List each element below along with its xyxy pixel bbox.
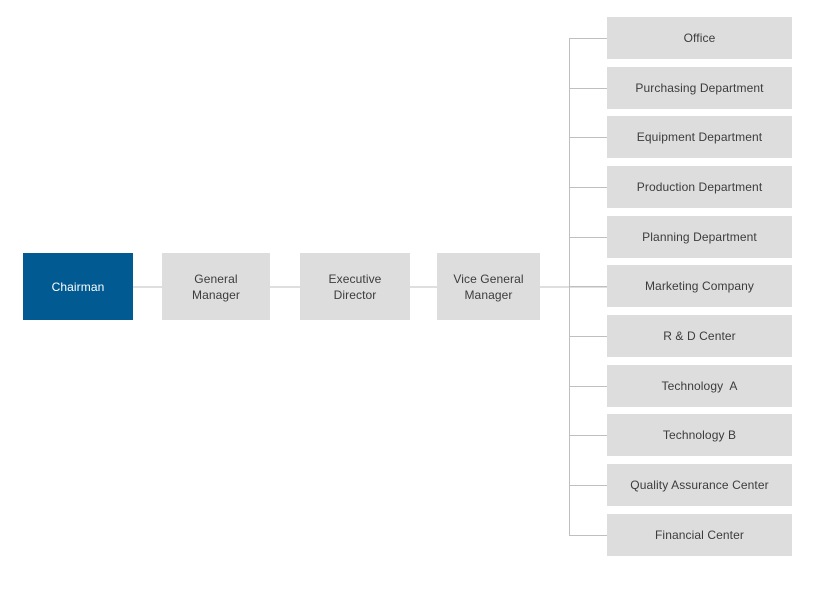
node-equipment-department[interactable]: Equipment Department [607,116,792,158]
node-rd-center[interactable]: R & D Center [607,315,792,357]
node-quality-assurance-center[interactable]: Quality Assurance Center [607,464,792,506]
node-vice-general-manager[interactable]: Vice General Manager [437,253,540,320]
node-technology-a[interactable]: Technology A [607,365,792,407]
node-office[interactable]: Office [607,17,792,59]
node-technology-b[interactable]: Technology B [607,414,792,456]
node-general-manager[interactable]: General Manager [162,253,270,320]
node-planning-department[interactable]: Planning Department [607,216,792,258]
node-purchasing-department[interactable]: Purchasing Department [607,67,792,109]
node-financial-center[interactable]: Financial Center [607,514,792,556]
node-marketing-company[interactable]: Marketing Company [607,265,792,307]
node-production-department[interactable]: Production Department [607,166,792,208]
node-chairman[interactable]: Chairman [23,253,133,320]
node-executive-director[interactable]: Executive Director [300,253,410,320]
